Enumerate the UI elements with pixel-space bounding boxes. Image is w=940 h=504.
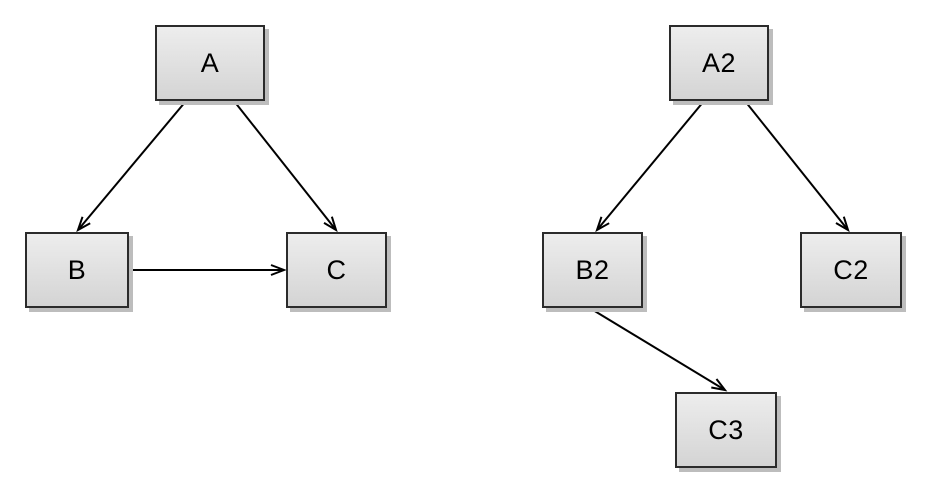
arrowhead-icon [323,216,338,233]
node-c[interactable]: C [286,232,387,308]
node-c3[interactable]: C3 [675,392,777,468]
edge-line [744,100,849,230]
arrowhead-icon [76,216,91,233]
edge-line [596,100,705,230]
node-a2[interactable]: A2 [669,25,769,101]
edge-a2-to-c2[interactable] [744,100,850,233]
node-b2[interactable]: B2 [542,232,643,308]
edge-b2-to-c3[interactable] [592,309,728,392]
edge-line [77,100,187,230]
edge-a2-to-b2[interactable] [595,100,705,233]
edge-line [233,100,337,230]
node-label: A [200,47,220,78]
node-c2[interactable]: C2 [800,232,902,308]
arrowhead-icon [711,378,728,392]
edge-a-to-c[interactable] [233,100,338,233]
node-label: C [326,254,347,285]
node-label: C2 [833,254,869,285]
edge-b-to-c[interactable] [131,264,287,276]
node-label: B2 [575,254,610,285]
arrowhead-icon [270,264,287,276]
node-label: B [67,254,87,285]
arrowhead-icon [835,216,850,233]
node-label: A2 [701,47,737,78]
node-a[interactable]: A [155,25,265,101]
node-b[interactable]: B [25,232,129,308]
node-label: C3 [708,414,744,445]
arrowhead-icon [595,216,610,233]
edge-a-to-b[interactable] [76,100,187,233]
edge-line [592,309,725,391]
